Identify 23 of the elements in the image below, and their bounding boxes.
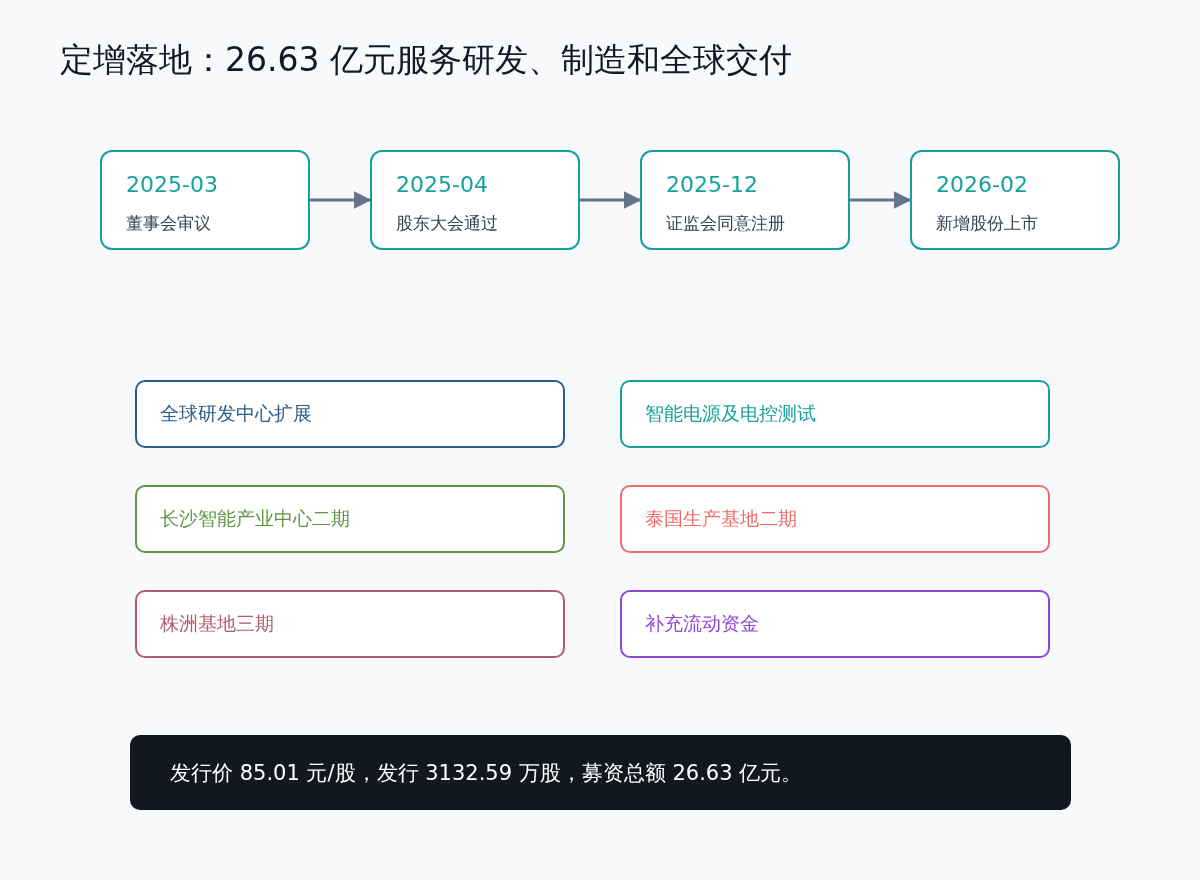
milestone-date: 2025-12	[666, 172, 758, 197]
title: 定增落地：26.63 亿元服务研发、制造和全球交付	[60, 39, 792, 81]
milestone-date: 2025-03	[126, 172, 218, 197]
arrow	[310, 191, 372, 209]
arrow	[580, 191, 642, 209]
project-box: 长沙智能产业中心二期	[135, 485, 565, 553]
milestone-box	[100, 150, 310, 250]
project-box: 泰国生产基地二期	[620, 485, 1050, 553]
milestone-label: 董事会审议	[126, 212, 211, 235]
milestone-box	[370, 150, 580, 250]
summary-banner: 发行价 85.01 元/股，发行 3132.59 万股，募资总额 26.63 亿元。	[130, 735, 1071, 810]
milestone-box	[640, 150, 850, 250]
milestone-label: 新增股份上市	[936, 212, 1038, 235]
milestone-date: 2026-02	[936, 172, 1028, 197]
milestone-label: 证监会同意注册	[666, 212, 785, 235]
project-box: 补充流动资金	[620, 590, 1050, 658]
project-box: 智能电源及电控测试	[620, 380, 1050, 448]
milestone-box	[910, 150, 1120, 250]
milestone-date: 2025-04	[396, 172, 488, 197]
arrow	[850, 191, 912, 209]
milestone-label: 股东大会通过	[396, 212, 498, 235]
project-box: 株洲基地三期	[135, 590, 565, 658]
project-box: 全球研发中心扩展	[135, 380, 565, 448]
